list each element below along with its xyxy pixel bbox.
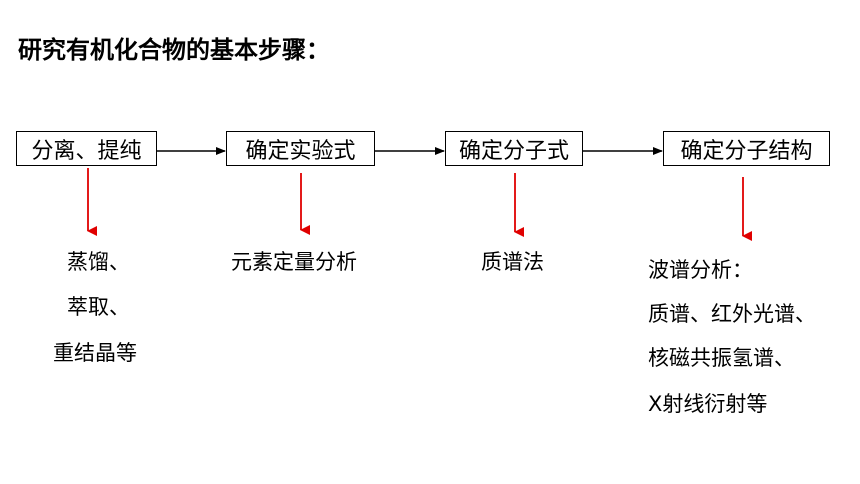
- step-label: 确定分子结构: [680, 138, 813, 164]
- method-text: 核磁共振氢谱、: [648, 346, 795, 370]
- method-text: 质谱、红外光谱、: [648, 302, 816, 326]
- step-label: 分离、提纯: [31, 138, 142, 164]
- method-text: 质谱法: [481, 250, 544, 274]
- method-text: 萃取、: [67, 295, 130, 319]
- method-text: 蒸馏、: [67, 250, 130, 274]
- step-label: 确定分子式: [458, 138, 569, 164]
- method-text: 元素定量分析: [231, 250, 357, 274]
- method-text: 重结晶等: [53, 341, 137, 365]
- method-text: 波谱分析：: [648, 258, 753, 282]
- step-box-molecular-formula: 确定分子式: [445, 131, 583, 166]
- page-title: 研究有机化合物的基本步骤：: [18, 36, 330, 64]
- step-box-empirical-formula: 确定实验式: [226, 131, 375, 166]
- method-text: X射线衍射等: [648, 392, 768, 416]
- step-box-separation: 分离、提纯: [16, 131, 157, 166]
- step-label: 确定实验式: [245, 138, 356, 164]
- step-box-molecular-structure: 确定分子结构: [663, 131, 830, 166]
